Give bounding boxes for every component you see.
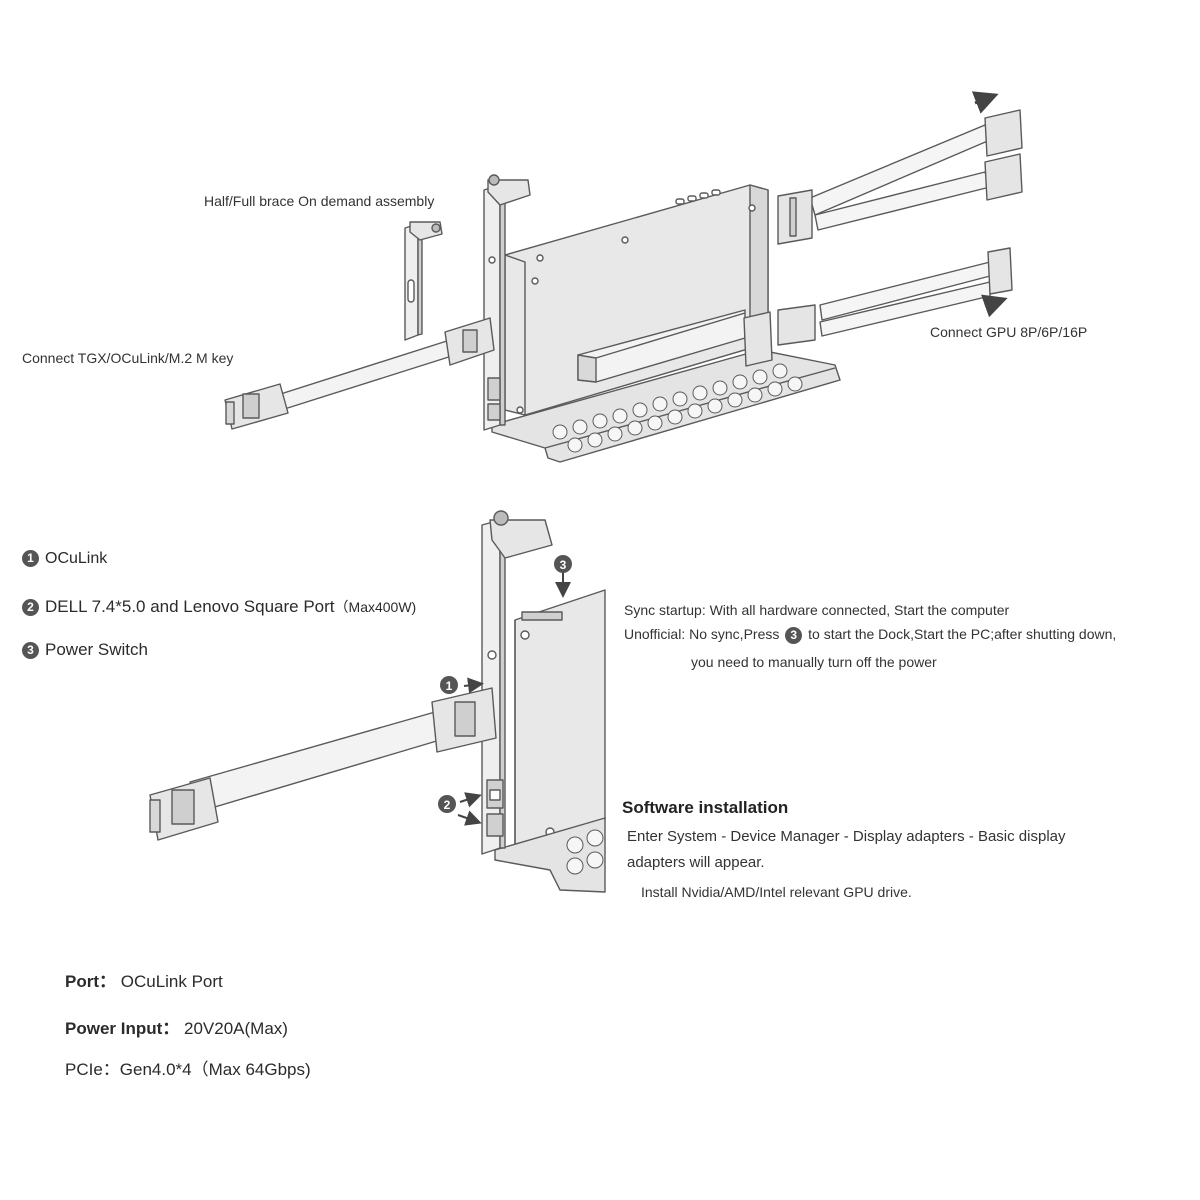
sync-line-3: you need to manually turn off the power [691,654,937,670]
software-line-1: Enter System - Device Manager - Display … [627,828,1066,845]
legend-num-1: 1 [22,550,39,567]
callout-badges: 1 2 3 [438,555,572,813]
legend-item-power-port: 2 DELL 7.4*5.0 and Lenovo Square Port（Max… [22,597,416,617]
sync-line-2a: Unofficial: No sync,Press [624,626,780,642]
spec-pcie: PCIe：Gen4.0*4（Max 64Gbps) [65,1055,311,1080]
gpu-power-cables [743,109,1023,367]
legend-item-oculink: 1 OCuLink [22,550,107,568]
sync-line-2: Unofficial: No sync,Press 3 to start the… [624,626,1116,644]
half-bracket [404,221,443,341]
software-line-2: adapters will appear. [627,854,765,871]
callout-3: 3 [560,558,567,572]
callout-1: 1 [446,679,453,693]
gpu-connect-label: Connect GPU 8P/6P/16P [930,324,1088,340]
spec-pcie-value: Gen4.0*4（Max 64Gbps) [119,1060,311,1079]
software-title: Software installation [622,798,789,817]
spec-power-value: 20V20A(Max) [184,1019,288,1038]
spec-pcie-label: PCIe： [65,1060,120,1079]
top-oculink-cable [224,317,495,430]
legend-text-2: DELL 7.4*5.0 and Lenovo Square Port [45,597,335,616]
legend-num-3: 3 [22,642,39,659]
sync-line-1: Sync startup: With all hardware connecte… [624,602,1010,618]
spec-port-value: OCuLink Port [120,972,223,991]
spec-port-label: Port： [65,972,116,991]
sync-badge-3: 3 [785,627,803,644]
brace-label: Half/Full brace On demand assembly [204,193,435,209]
legend-num-2: 2 [22,599,39,616]
legend-note-2: （Max400W) [334,599,417,615]
spec-power: Power Input： 20V20A(Max) [65,1014,288,1039]
top-dock-assembly [483,174,841,463]
callout-2: 2 [444,798,451,812]
legend-text-3: Power Switch [45,640,148,659]
spec-power-label: Power Input： [65,1019,180,1038]
sync-line-2b: to start the Dock,Start the PC;after shu… [808,626,1117,642]
bottom-dock-assembly [481,510,606,893]
legend-item-power-switch: 3 Power Switch [22,640,148,660]
dock-board-bottom [514,589,606,849]
spec-port: Port： OCuLink Port [65,967,223,992]
bottom-oculink-cable [149,687,497,841]
legend-text-1: OCuLink [45,550,108,567]
oculink-connect-label: Connect TGX/OCuLink/M.2 M key [22,350,234,366]
software-line-3: Install Nvidia/AMD/Intel relevant GPU dr… [641,884,912,900]
